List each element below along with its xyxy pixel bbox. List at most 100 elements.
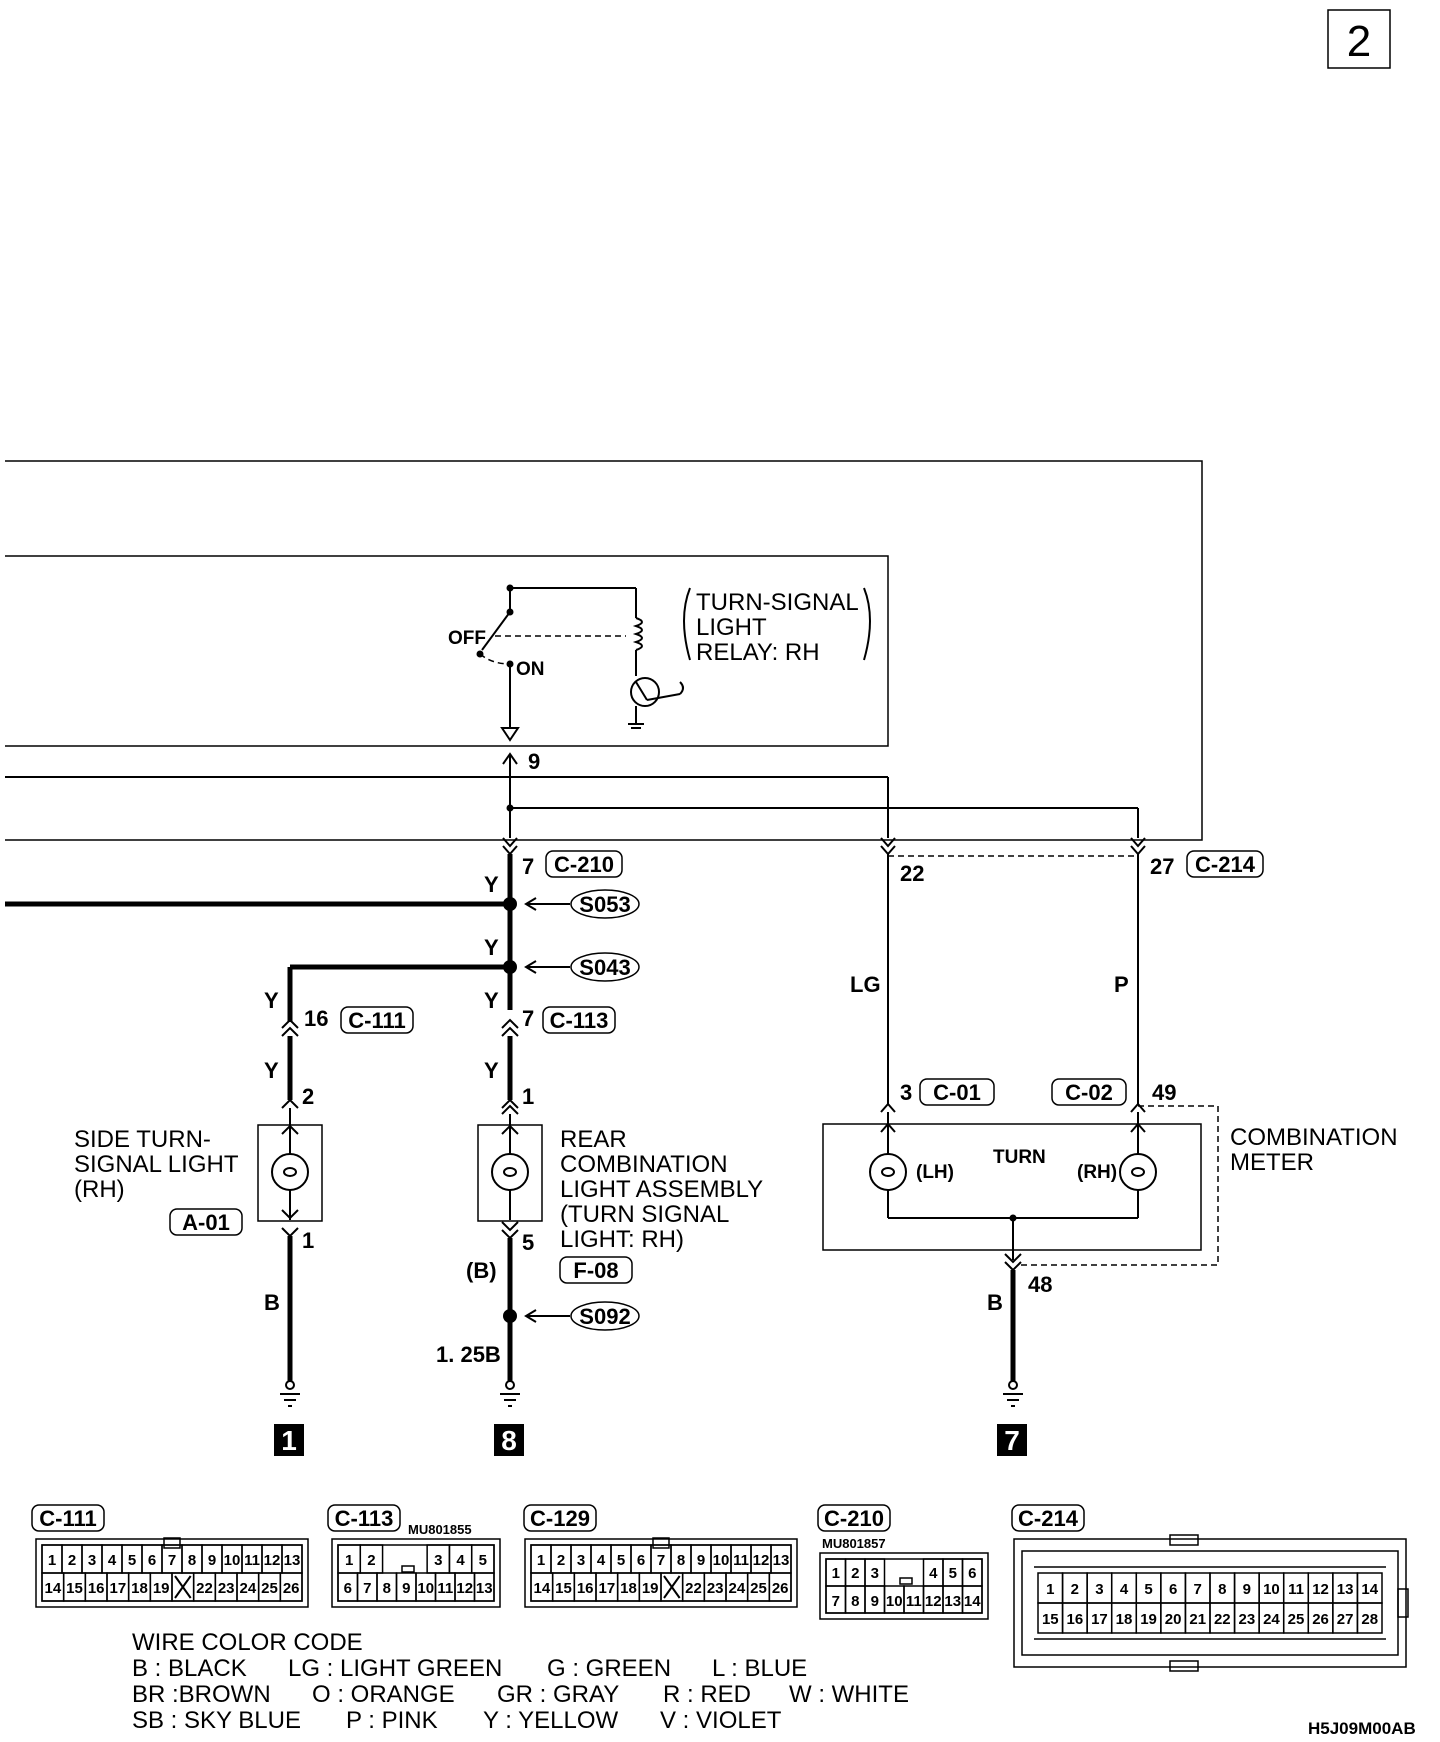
c214-pin: 25 [1288, 1611, 1305, 1628]
c111-pin: 5 [128, 1552, 136, 1569]
c129-pin: 3 [577, 1552, 585, 1569]
c113-pin: 4 [456, 1552, 465, 1569]
c111-pin: 3 [88, 1552, 96, 1569]
legend-r0-2: G : GREEN [547, 1655, 671, 1682]
wire-y-2: Y [484, 935, 499, 960]
c111-pin: 7 [168, 1552, 176, 1569]
rear-label-5: LIGHT: RH) [560, 1226, 684, 1253]
turn-signal-relay: OFF ON TURN-SIGNAL LIGHT RELAY: RH [448, 584, 871, 742]
ground-ref-8: 8 [501, 1425, 517, 1456]
rear-pin-5: 5 [522, 1230, 534, 1255]
c111-pin: 26 [283, 1580, 300, 1597]
c111-pin: 2 [68, 1552, 76, 1569]
c214-pin: 10 [1263, 1581, 1280, 1598]
legend-r1-4: W : WHITE [789, 1681, 909, 1708]
c214-label: C-214 [1195, 852, 1256, 877]
conn-c113-name: C-113 [335, 1506, 394, 1531]
c129-pin: 26 [772, 1580, 789, 1597]
c111-pin: 11 [244, 1552, 260, 1569]
c214-pin: 13 [1337, 1581, 1354, 1598]
c113-pin: 1 [345, 1552, 353, 1569]
c210-pin-7: 7 [522, 854, 534, 879]
c214-pin: 4 [1120, 1581, 1129, 1598]
wire-lg: LG [850, 972, 881, 997]
c111-pin: 16 [88, 1580, 105, 1597]
c129-pin: 9 [697, 1552, 705, 1569]
c214-pin: 2 [1071, 1581, 1079, 1598]
c129-pin: 14 [533, 1580, 550, 1597]
c210-pin: 11 [906, 1593, 922, 1610]
c129-pin: 17 [598, 1580, 615, 1597]
c129-pin: 22 [685, 1580, 702, 1597]
c214-pin: 28 [1361, 1611, 1378, 1628]
ground-ref-7: 7 [1004, 1425, 1020, 1456]
legend-r0-1: LG : LIGHT GREEN [288, 1655, 502, 1682]
c214-pin: 6 [1169, 1581, 1177, 1598]
c214-pin: 27 [1337, 1611, 1354, 1628]
relay-pin-9: 9 [528, 749, 540, 774]
c214-pin: 8 [1218, 1581, 1226, 1598]
side-pin-2: 2 [302, 1084, 314, 1109]
relay-label-2: LIGHT [696, 614, 767, 641]
c129-pin: 1 [537, 1552, 545, 1569]
c113-pin: 6 [344, 1580, 352, 1597]
rear-connector-f08: F-08 [573, 1258, 618, 1283]
c111-pin: 22 [196, 1580, 213, 1597]
c214-pin: 23 [1239, 1611, 1256, 1628]
c111-pin: 23 [218, 1580, 235, 1597]
c111-pin: 19 [153, 1580, 170, 1597]
legend-r2-0: SB : SKY BLUE [132, 1707, 301, 1734]
c214-pin: 26 [1312, 1611, 1329, 1628]
meter-pin-3: 3 [900, 1080, 912, 1105]
legend-r0-3: L : BLUE [712, 1655, 807, 1682]
rear-label-4: (TURN SIGNAL [560, 1201, 729, 1228]
c129-pin: 18 [620, 1580, 637, 1597]
c210-pin: 7 [832, 1593, 840, 1610]
c214-pin: 14 [1361, 1581, 1378, 1598]
c210-label: C-210 [554, 852, 614, 877]
legend-title: WIRE COLOR CODE [132, 1629, 363, 1656]
meter-c02: C-02 [1065, 1080, 1113, 1105]
c214-pin: 20 [1165, 1611, 1182, 1628]
c210-pin: 5 [949, 1565, 957, 1582]
meter-c01: C-01 [933, 1080, 981, 1105]
c113-pin: 13 [476, 1580, 493, 1597]
c210-pin: 10 [886, 1593, 903, 1610]
c214-pin: 11 [1288, 1581, 1304, 1598]
c111-pin: 25 [261, 1580, 278, 1597]
relay-on-label: ON [516, 659, 545, 680]
legend-r2-3: V : VIOLET [660, 1707, 782, 1734]
c129-pin: 25 [750, 1580, 767, 1597]
c129-pin: 23 [707, 1580, 724, 1597]
c113-pin: 10 [417, 1580, 434, 1597]
c210-pin: 13 [944, 1593, 961, 1610]
c210-pin: 3 [871, 1565, 879, 1582]
rear-c113-label: C-113 [550, 1008, 609, 1033]
c214-pin: 9 [1243, 1581, 1251, 1598]
c210-pin: 4 [929, 1565, 938, 1582]
relay-label-3: RELAY: RH [696, 639, 820, 666]
c111-pin: 24 [239, 1580, 256, 1597]
rear-label-2: COMBINATION [560, 1151, 728, 1178]
c129-pin: 24 [728, 1580, 745, 1597]
wire-y-5: Y [484, 988, 499, 1013]
wire-b-2: B [987, 1290, 1003, 1315]
c214-pin: 17 [1091, 1611, 1108, 1628]
conn-c111-name: C-111 [39, 1506, 97, 1531]
c214-pin: 24 [1263, 1611, 1280, 1628]
c210-pin: 8 [851, 1593, 859, 1610]
c113-pin: 3 [434, 1552, 442, 1569]
c129-pin: 11 [733, 1552, 749, 1569]
side-label-1: SIDE TURN- [74, 1126, 211, 1153]
rear-c113-pin: 7 [522, 1006, 534, 1031]
conn-c129-name: C-129 [530, 1506, 590, 1531]
c129-pin: 2 [557, 1552, 565, 1569]
c113-pin: 9 [402, 1580, 410, 1597]
conn-c113-part: MU801855 [408, 1522, 472, 1537]
c111-pin: 6 [148, 1552, 156, 1569]
c214-pin: 3 [1095, 1581, 1103, 1598]
c214-pin: 18 [1116, 1611, 1133, 1628]
legend-r1-1: O : ORANGE [312, 1681, 455, 1708]
c214-pin: 16 [1067, 1611, 1084, 1628]
c214-pin: 5 [1144, 1581, 1152, 1598]
